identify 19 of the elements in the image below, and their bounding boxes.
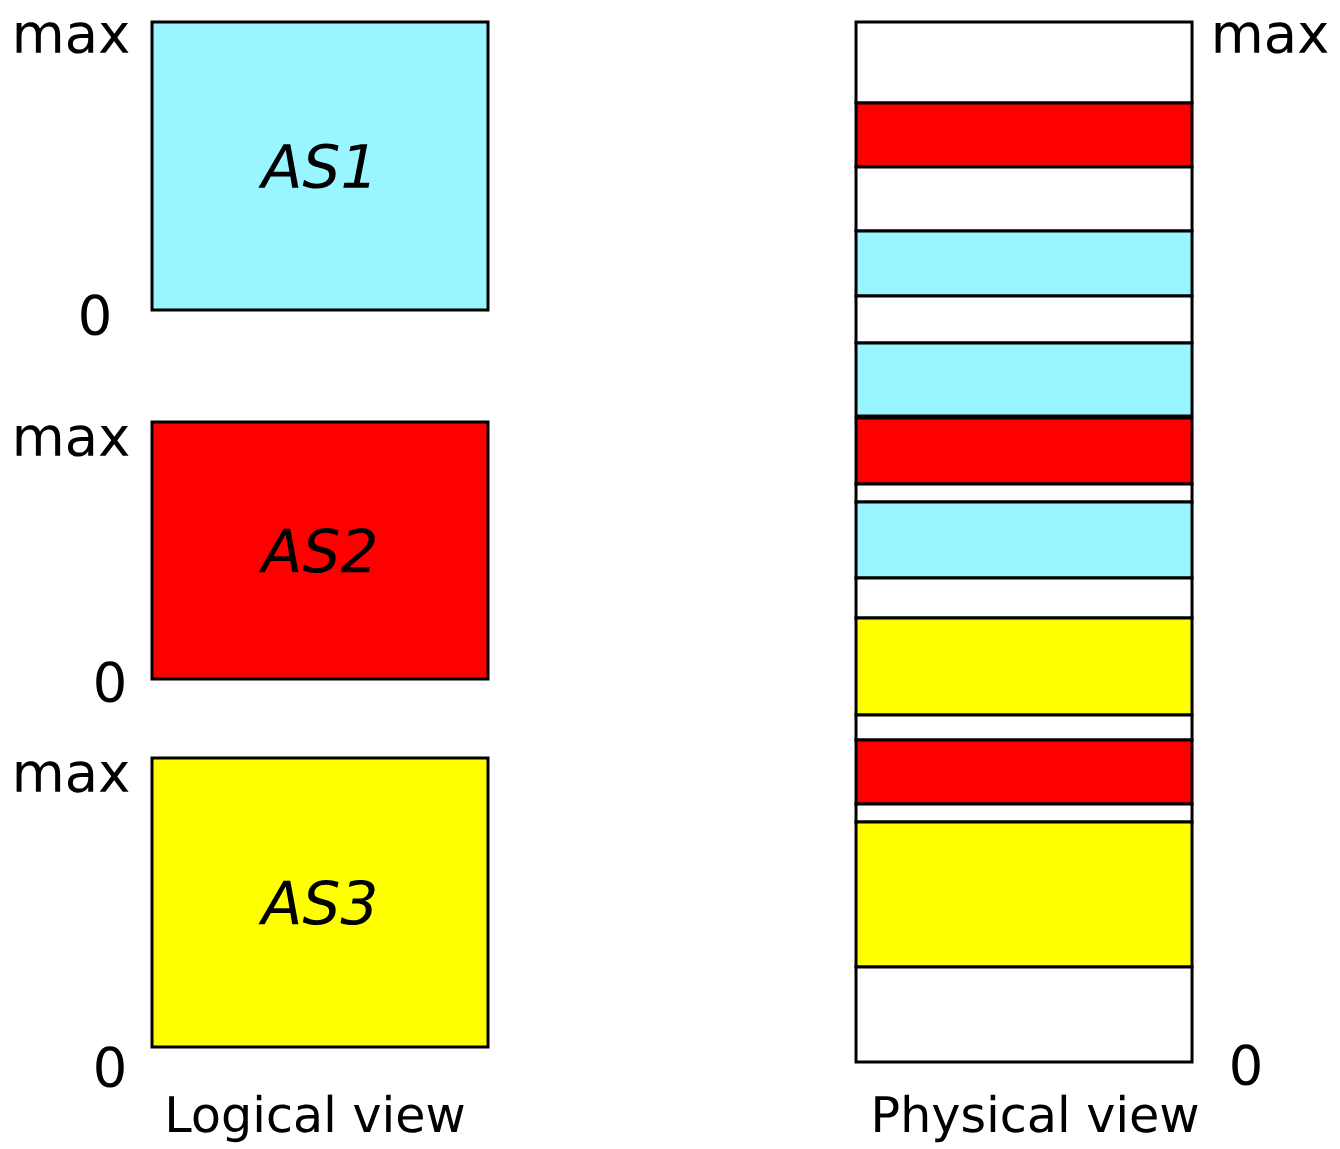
memory-segment xyxy=(854,713,1194,742)
memory-segment xyxy=(854,965,1194,1064)
axis-label: 0 xyxy=(1232,1044,1260,1086)
view-caption: Physical view xyxy=(875,1094,1198,1143)
view-caption: Logical view xyxy=(169,1094,464,1143)
memory-segment xyxy=(854,738,1194,806)
memory-segment xyxy=(854,820,1194,969)
axis-label: 0 xyxy=(96,661,124,703)
address-space-box: AS3 xyxy=(150,756,490,1049)
memory-segment xyxy=(854,802,1194,824)
address-space-box: AS2 xyxy=(150,420,490,681)
address-space-box: AS1 xyxy=(150,20,490,312)
axis-label: 0 xyxy=(81,294,109,336)
axis-label: max xyxy=(16,425,129,457)
axis-label: max xyxy=(1215,22,1328,54)
axis-label: 0 xyxy=(96,1046,124,1088)
memory-segment xyxy=(854,616,1194,717)
axis-label: max xyxy=(16,761,129,793)
memory-segment xyxy=(854,341,1194,418)
